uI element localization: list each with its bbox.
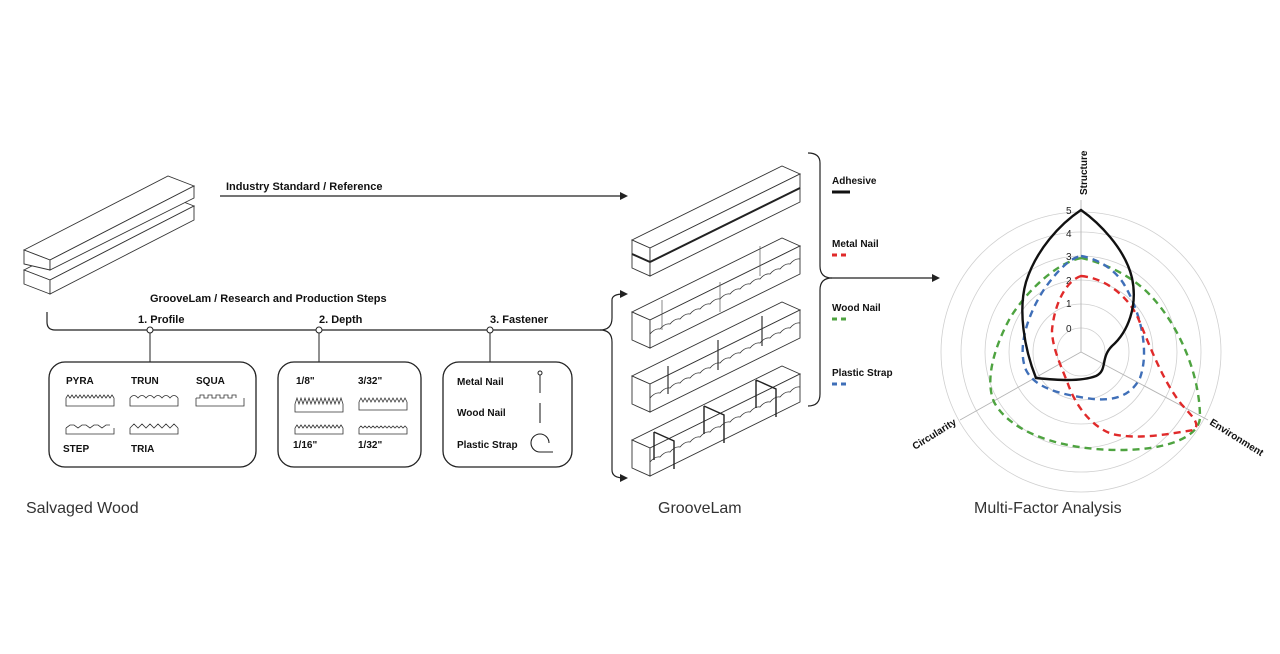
caption-groovelam: GrooveLam: [658, 500, 742, 517]
reference-label: Industry Standard / Reference: [226, 181, 383, 193]
groovelam-adhesive: [630, 165, 802, 277]
steps-title: GrooveLam / Research and Production Step…: [150, 293, 387, 305]
series-wood-nail: [989, 256, 1202, 452]
profile-squa: SQUA: [196, 376, 225, 387]
axis-circularity: [959, 351, 1082, 421]
legend-metal-nail-label: Metal Nail: [832, 239, 879, 250]
groovelam-plastic-strap: [630, 365, 802, 477]
tick-0: 0: [1066, 324, 1072, 335]
fastener-box: Metal Nail Wood Nail Plastic Strap: [442, 361, 573, 468]
tick-1: 1: [1066, 299, 1072, 310]
step-3-label: 3. Fastener: [490, 314, 549, 326]
legend-adhesive-label: Adhesive: [832, 176, 877, 187]
reference-arrow: Industry Standard / Reference: [220, 181, 628, 200]
profile-pyra: PYRA: [66, 376, 94, 387]
depth-box: 1/8" 3/32" 1/16" 1/32": [277, 361, 422, 468]
fastener-plastic-strap: Plastic Strap: [457, 440, 518, 451]
profile-trun: TRUN: [131, 376, 159, 387]
caption-multi-factor-analysis: Multi-Factor Analysis: [974, 500, 1122, 517]
depth-3-32: 3/32": [358, 376, 382, 387]
groovelam-wood-nail: [630, 301, 802, 413]
fastener-wood-nail: Wood Nail: [457, 408, 506, 419]
profile-tria: TRIA: [131, 444, 154, 455]
radar-grid: [940, 200, 1222, 493]
metal-nail-icon: [537, 370, 543, 393]
tick-2: 2: [1066, 276, 1072, 287]
legend: Adhesive Metal Nail Wood Nail Plastic St…: [832, 176, 893, 386]
legend-plastic-strap-label: Plastic Strap: [832, 368, 893, 379]
step-1-label: 1. Profile: [138, 314, 184, 326]
plastic-strap-icon: [530, 433, 553, 453]
legend-wood-nail-label: Wood Nail: [832, 303, 881, 314]
step-2-label: 2. Depth: [319, 314, 363, 326]
tick-5: 5: [1066, 206, 1072, 217]
radar-chart: 0 1 2 3 4 5 Structure Environment Circul…: [911, 150, 1266, 493]
profile-box: PYRA TRUN SQUA STEP TRIA: [48, 361, 257, 468]
depth-1-8: 1/8": [296, 376, 315, 387]
depth-1-32: 1/32": [358, 440, 382, 451]
fastener-metal-nail: Metal Nail: [457, 377, 504, 388]
axis-environment: [1080, 351, 1209, 421]
legend-brace: [807, 152, 940, 407]
caption-salvaged-wood: Salvaged Wood: [26, 500, 139, 517]
depth-1-16: 1/16": [293, 440, 317, 451]
axis-label-circularity: Circularity: [911, 417, 959, 453]
groovelam-metal-nail: [630, 237, 802, 349]
salvaged-wood-planks: [22, 175, 196, 295]
tick-4: 4: [1066, 229, 1072, 240]
tick-3: 3: [1066, 252, 1072, 263]
production-steps: GrooveLam / Research and Production Step…: [46, 290, 628, 482]
axis-label-structure: Structure: [1079, 150, 1090, 195]
groovelam-stack: [630, 165, 802, 477]
series-adhesive: [1021, 208, 1135, 382]
profile-step: STEP: [63, 444, 89, 455]
axis-label-environment: Environment: [1207, 417, 1265, 459]
